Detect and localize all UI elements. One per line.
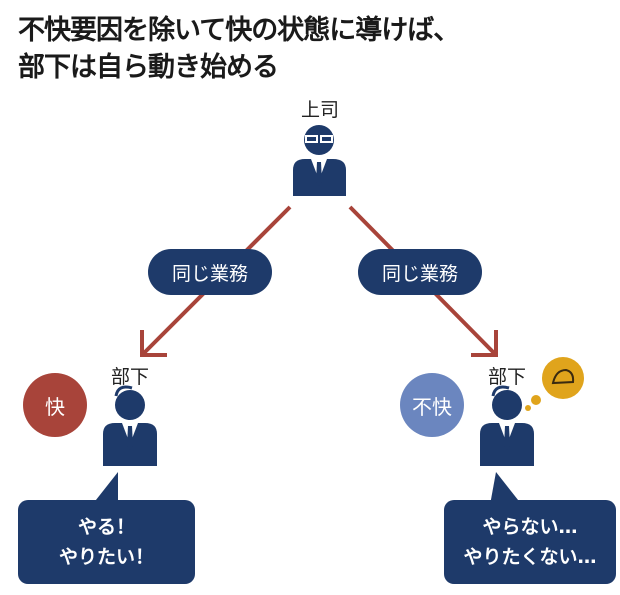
tangle-icon [551,368,575,385]
boss-label: 上司 [300,99,340,121]
subordinate-right-label: 部下 [487,366,527,388]
speech-left-line-1: やる！ [77,516,135,538]
speech-tail-right [490,472,522,505]
speech-bubble-left: やる！ やりたい！ [18,500,195,584]
task-pill-left: 同じ業務 [148,249,272,295]
speech-right-line-1: やらない… [482,516,578,538]
subordinate-right-icon [480,385,534,466]
task-pill-right: 同じ業務 [358,249,482,295]
speech-tail-left [92,472,118,505]
speech-right-line-2: やりたくない… [463,546,597,568]
speech-bubble-right: やらない… やりたくない… [444,500,616,584]
title-line-2: 部下は自ら動き始める [18,52,279,83]
speech-left-line-2: やりたい！ [58,546,154,568]
subordinate-left-label: 部下 [110,366,150,388]
boss-icon [293,125,346,196]
thought-bubble-icon [525,357,584,411]
pleasant-badge: 快 [23,373,87,437]
subordinate-left-icon [103,385,157,466]
unpleasant-badge: 不快 [400,373,464,437]
title-line-1: 不快要因を除いて快の状態に導けば、 [18,15,460,46]
